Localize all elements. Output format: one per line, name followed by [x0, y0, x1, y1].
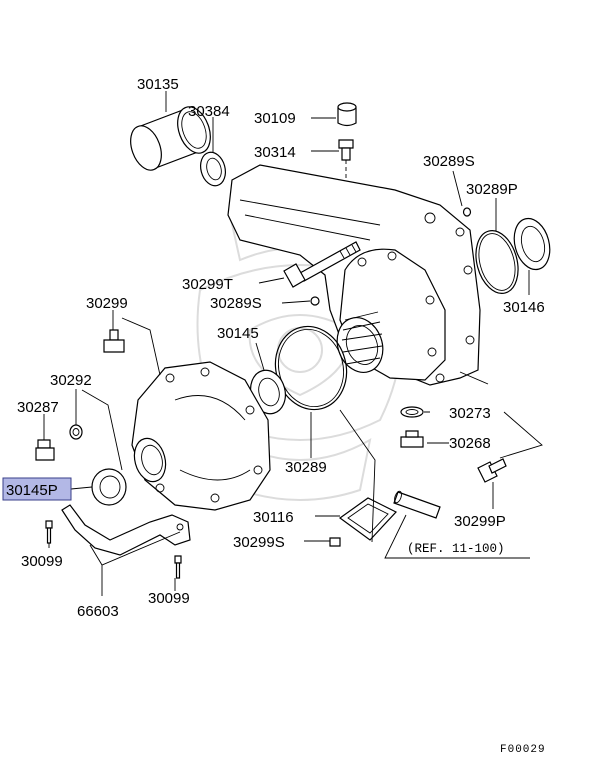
label-30289P: 30289P	[466, 181, 518, 198]
washer-30273-drawing	[400, 406, 424, 418]
label-30299: 30299	[86, 295, 128, 312]
plug-30314-drawing	[338, 139, 354, 196]
washer-30292-drawing	[69, 424, 83, 440]
bolt-30299S-drawing	[329, 537, 341, 547]
seal-30146-drawing	[513, 217, 551, 271]
label-30299P: 30299P	[454, 513, 506, 530]
label-30145: 30145	[217, 325, 259, 342]
label-30289S-mid: 30289S	[210, 295, 262, 312]
bolt-30299P-drawing	[477, 458, 507, 483]
bolt-30299-drawing	[103, 329, 125, 353]
sleeve-30135-drawing	[130, 106, 211, 171]
oring-30289P-drawing	[475, 230, 519, 294]
seal-30384-drawing	[200, 151, 226, 187]
bolt-30099-left-drawing	[45, 520, 53, 544]
plug-30268-drawing	[400, 430, 424, 448]
label-30384: 30384	[188, 103, 230, 120]
seal-30145P-drawing	[91, 468, 127, 506]
highlight-box-30145P	[2, 477, 72, 501]
oring-30289S-top-drawing	[462, 207, 472, 217]
label-30289S-top: 30289S	[423, 153, 475, 170]
ref-label: (REF. 11-100)	[407, 542, 505, 556]
ref-pipe-drawing	[393, 490, 441, 519]
bolt-30099-bottom-drawing	[174, 555, 182, 579]
transfer-housing-drawing	[227, 164, 481, 386]
label-30292: 30292	[50, 372, 92, 389]
label-30289: 30289	[285, 459, 327, 476]
label-30299S: 30299S	[233, 534, 285, 551]
bolt-30299T-drawing	[283, 241, 361, 288]
cap-30109-drawing	[337, 102, 357, 127]
figure-code: F00029	[500, 744, 546, 756]
label-30268: 30268	[449, 435, 491, 452]
label-30314: 30314	[254, 144, 296, 161]
label-30109: 30109	[254, 110, 296, 127]
front-cover-drawing	[131, 361, 271, 511]
bracket-66603-drawing	[61, 504, 191, 556]
label-30099-bottom: 30099	[148, 590, 190, 607]
oring-30289S-mid-drawing	[310, 296, 320, 306]
label-30299T: 30299T	[182, 276, 233, 293]
leader-lines	[43, 91, 543, 596]
label-30146: 30146	[503, 299, 545, 316]
label-30135: 30135	[137, 76, 179, 93]
label-30273: 30273	[449, 405, 491, 422]
bolt-30287-drawing	[35, 439, 55, 461]
label-30145P[interactable]: 30145P	[6, 482, 58, 499]
label-30116: 30116	[253, 509, 294, 526]
label-66603: 66603	[77, 603, 119, 620]
label-30099-left: 30099	[21, 553, 63, 570]
label-30287: 30287	[17, 399, 59, 416]
gasket-30116-drawing	[338, 497, 397, 541]
